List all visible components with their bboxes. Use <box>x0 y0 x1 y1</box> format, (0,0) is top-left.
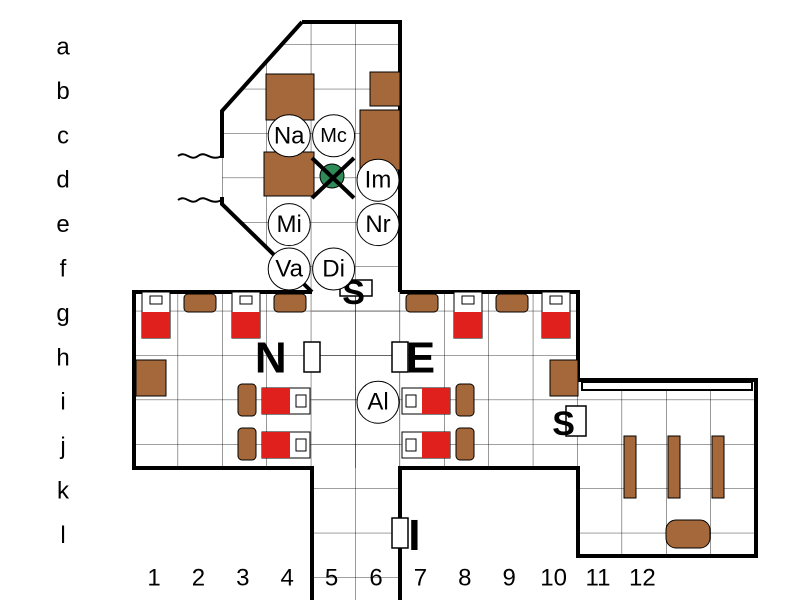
token-label: Nr <box>365 211 390 238</box>
token-al[interactable]: Al <box>356 380 400 424</box>
token-label: Na <box>274 122 305 149</box>
cabinet <box>549 359 579 397</box>
room-letter-s: S <box>552 405 575 443</box>
bed <box>401 431 451 459</box>
table <box>369 71 401 107</box>
bed <box>261 431 311 459</box>
bed <box>231 291 261 339</box>
column-label-5: 5 <box>325 565 338 592</box>
chest <box>183 293 217 313</box>
column-label-8: 8 <box>458 565 471 592</box>
row-label-a: a <box>56 34 70 61</box>
rope-exits <box>177 153 223 203</box>
door <box>303 341 321 373</box>
barrel <box>455 427 475 461</box>
column-label-12: 12 <box>629 565 656 592</box>
row-label-e: e <box>56 211 69 238</box>
row-label-f: f <box>60 256 67 283</box>
barrel <box>237 383 257 417</box>
token-im[interactable]: Im <box>356 158 400 202</box>
token-label: Mc <box>320 125 347 147</box>
room-letter-e: E <box>406 333 435 382</box>
token-label: Di <box>322 256 345 283</box>
doors <box>303 279 587 549</box>
table <box>265 73 315 121</box>
token-label: Al <box>367 389 388 416</box>
chest <box>273 293 307 313</box>
room-letter-i: I <box>408 511 420 560</box>
bench <box>667 435 681 499</box>
shelves <box>581 381 753 391</box>
bench <box>711 435 725 499</box>
column-label-2: 2 <box>192 565 205 592</box>
door <box>391 341 409 373</box>
token-nr[interactable]: Nr <box>356 203 400 247</box>
wood-furniture <box>135 71 725 549</box>
row-label-j: j <box>59 433 65 460</box>
column-label-10: 10 <box>540 565 567 592</box>
chest <box>405 293 439 313</box>
row-label-g: g <box>56 300 69 327</box>
cabinet <box>135 359 167 397</box>
row-label-h: h <box>56 344 69 371</box>
column-label-7: 7 <box>414 565 427 592</box>
token-na[interactable]: Na <box>267 114 311 158</box>
bed <box>261 387 311 415</box>
row-label-b: b <box>56 78 69 105</box>
chest <box>495 293 529 313</box>
walls <box>132 20 758 600</box>
door <box>391 517 409 549</box>
barrel <box>455 383 475 417</box>
token-mc[interactable]: Mc <box>312 114 356 158</box>
bed <box>453 291 483 339</box>
token-label: Mi <box>277 211 302 238</box>
row-label-c: c <box>57 122 69 149</box>
bed <box>401 387 451 415</box>
column-label-3: 3 <box>236 565 249 592</box>
token-mi[interactable]: Mi <box>267 203 311 247</box>
token-va[interactable]: Va <box>267 247 311 291</box>
beds <box>141 291 571 459</box>
row-label-k: k <box>57 478 70 505</box>
column-label-1: 1 <box>147 565 160 592</box>
column-label-11: 11 <box>586 565 611 592</box>
row-label-i: i <box>60 389 65 416</box>
room-grid <box>134 22 756 600</box>
door <box>565 405 587 437</box>
plant-marker <box>310 156 356 200</box>
column-label-4: 4 <box>281 565 294 592</box>
bed <box>141 291 171 339</box>
token-label: Va <box>275 256 303 283</box>
log <box>665 519 711 549</box>
bed <box>541 291 571 339</box>
table <box>263 151 315 197</box>
column-label-6: 6 <box>369 565 382 592</box>
room-letter-n: N <box>255 333 287 382</box>
bench <box>623 435 637 499</box>
barrel <box>237 427 257 461</box>
column-label-9: 9 <box>503 565 516 592</box>
token-di[interactable]: Di <box>312 247 356 291</box>
row-label-l: l <box>60 522 65 549</box>
row-label-d: d <box>56 167 69 194</box>
token-label: Im <box>365 167 392 194</box>
